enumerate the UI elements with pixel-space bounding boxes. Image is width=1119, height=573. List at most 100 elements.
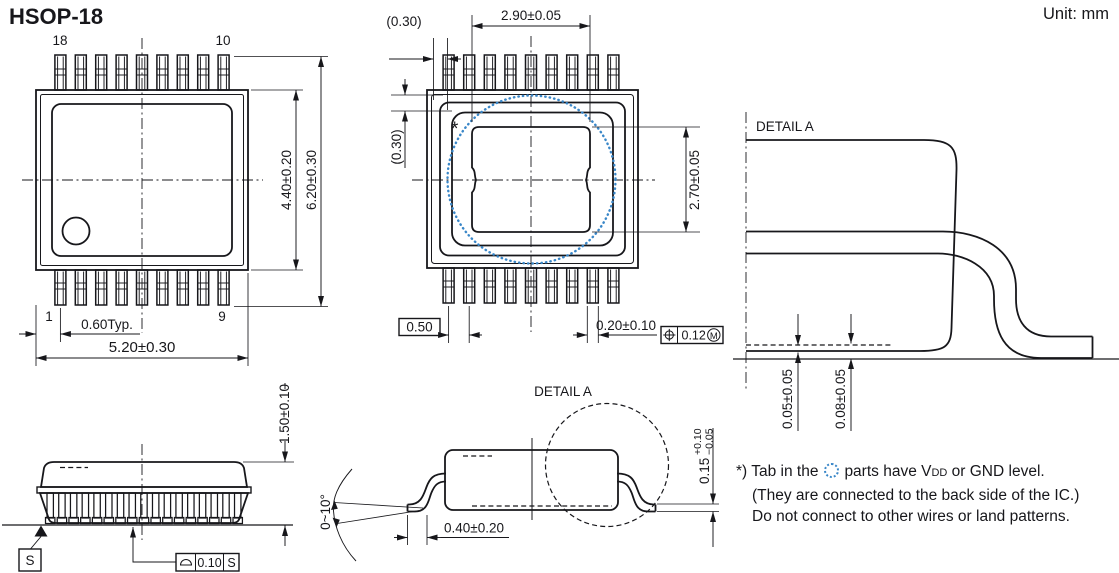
svg-text:6.20±0.30: 6.20±0.30 [304,150,319,210]
left-lead [406,472,447,513]
position-symbol-icon [663,328,676,342]
body-upper-outline [39,461,249,488]
detail-a-label: DETAIL A [756,119,814,134]
lead [80,492,91,525]
pin [94,269,108,306]
pin [74,269,88,306]
pin [74,54,88,91]
note-end: or GND level. [947,463,1045,480]
pad-outer-outline [451,111,614,247]
pin [217,54,230,91]
svg-text:0.20±0.10: 0.20±0.10 [596,318,656,333]
page-title: HSOP-18 [9,4,104,29]
package-mold-outline [51,103,233,257]
lead [44,492,56,525]
pin [545,54,558,91]
lead [138,492,150,525]
pin [504,54,517,91]
dim-overall-height: 6.20±0.30 [234,56,328,307]
pin [586,267,600,304]
pin [607,267,620,304]
mmc-modifier-icon: M [707,328,721,342]
svg-text:(0.30): (0.30) [386,14,421,29]
pin [54,269,67,306]
note-prefix: *) Tab in the [736,463,819,480]
right-lead [616,472,657,513]
pin [176,54,190,91]
dim-lead-pitch: 0.50 [398,306,482,343]
pin [565,54,579,91]
exposed-pad-outline [471,126,591,233]
pin [94,54,108,91]
lead [150,492,162,525]
pin [176,269,190,306]
datum-triangle-icon [34,525,48,537]
lead [185,492,197,525]
package-mold-outline [439,101,626,257]
lead [162,492,173,525]
lead-row [44,492,244,525]
lead [220,492,232,525]
lead [232,492,244,525]
pin-number-18: 18 [52,33,67,48]
package-front-view: S 0.10 S 1.50±0.10 [2,383,294,572]
blue-dotted-circle-icon [824,462,840,478]
lead [208,492,220,525]
datum-s-label: S [25,553,34,568]
lead [173,492,185,525]
detail-a-enlarged-view: DETAIL A 0.05±0.05 0.08±0.05 [733,112,1119,431]
lead [68,492,79,525]
package-body-inner-line [431,94,634,264]
pin-number-10: 10 [215,33,230,48]
tab-asterisk: * [451,119,459,140]
note-mid: parts have V [844,463,932,480]
datum-s: S [18,525,48,572]
package-body-inner-line [40,94,244,266]
svg-text:2.90±0.05: 2.90±0.05 [501,8,561,23]
vdd-subscript: DD [931,467,948,479]
lead-top-line [746,230,1093,338]
dim-lead-thickness: 0.15 +0.10 −0.05 [657,428,719,547]
dim-ref-horizontal: (0.30) [386,14,461,110]
body-edge-outline [746,139,958,352]
package-body-outline [35,89,249,271]
svg-text:0.40±0.20: 0.40±0.20 [444,521,504,536]
svg-text:0~10°: 0~10° [318,494,333,530]
lead [56,492,68,525]
dim-foot-angle: 0~10° [318,468,424,562]
svg-text:0.50: 0.50 [406,320,432,335]
dim-standoff: 0.05±0.05 [780,314,801,431]
detail-a-circle [544,402,670,528]
note-line-2: (They are connected to the back side of … [752,486,1080,504]
lead [126,492,138,525]
angle-arrow-down-icon [332,517,340,528]
detail-a-label: DETAIL A [534,384,592,399]
pin-number-1: 1 [45,309,53,324]
svg-text:−0.05: −0.05 [704,428,716,455]
pin [462,267,476,304]
pin-row-bottom [54,269,230,306]
pin [442,267,455,304]
angle-arrow-up-icon [331,500,338,510]
pin [115,269,128,306]
pin [545,267,558,304]
position-tolerance-frame: 0.12 M [660,325,724,345]
pin1-indicator-circle [61,216,91,246]
svg-text:0.12: 0.12 [682,329,706,343]
dim-package-height: 1.50±0.10 [243,383,294,546]
unit-label: Unit: mm [1043,5,1109,23]
dim-pad-height: 2.70±0.05 [592,126,702,233]
dim-pad-width: 2.90±0.05 [471,8,591,122]
pin [156,54,169,91]
svg-text:1.50±0.10: 1.50±0.10 [277,384,292,444]
pin [54,54,67,91]
package-side-view: DETAIL A 0.40 [318,384,719,562]
svg-text:0.60Typ.: 0.60Typ. [81,317,133,332]
svg-text:4.40±0.20: 4.40±0.20 [279,150,294,210]
package-body-outline [426,89,639,269]
pin [483,267,497,304]
lead-bottom-line [746,252,1093,359]
package-pad-view: * 2.90±0.05 (0.30) [386,8,724,345]
pin [565,267,579,304]
